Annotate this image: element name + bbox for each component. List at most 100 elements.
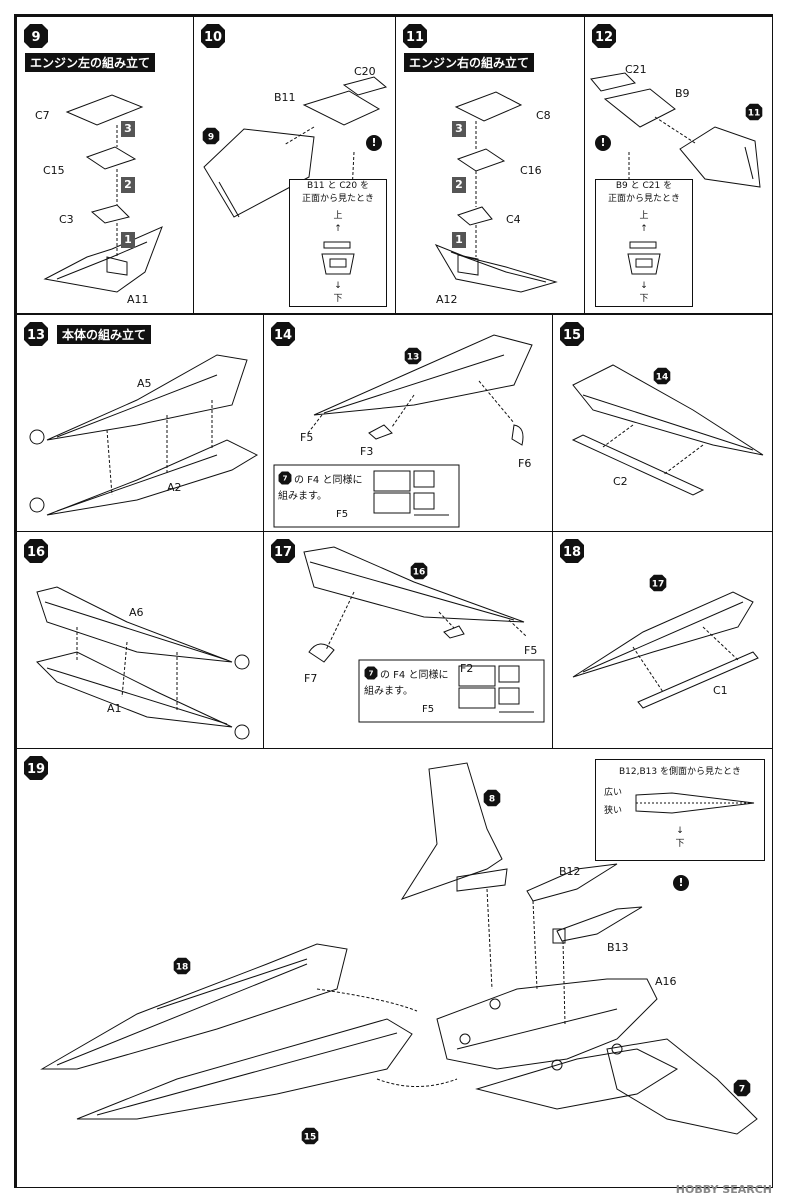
step-15-drawing bbox=[571, 364, 764, 496]
step-17-note-line-1: の F4 と同様に bbox=[380, 670, 449, 681]
step-9-title: エンジン左の組み立て bbox=[25, 53, 156, 72]
part-label: C7 bbox=[35, 109, 50, 122]
step-9-badge: 9 bbox=[24, 24, 48, 48]
part-label: C2 bbox=[613, 475, 628, 488]
svg-text:12: 12 bbox=[595, 30, 613, 45]
part-label: C4 bbox=[506, 213, 521, 226]
part-label: B13 bbox=[607, 941, 629, 954]
svg-text:7: 7 bbox=[739, 1084, 745, 1094]
front-view-icon bbox=[627, 241, 661, 275]
svg-text:18: 18 bbox=[563, 545, 581, 560]
svg-text:13: 13 bbox=[407, 352, 420, 362]
ref-step-8-badge: 8 bbox=[483, 789, 501, 807]
order-badge-3: 3 bbox=[452, 121, 466, 137]
svg-text:15: 15 bbox=[304, 1132, 317, 1142]
step-15-badge: 15 bbox=[560, 322, 584, 346]
step-13-badge: 13 bbox=[24, 322, 48, 346]
ref-step-11-badge: 11 bbox=[745, 103, 763, 121]
ref-step-9-badge: 9 bbox=[202, 127, 220, 145]
step-14-note-line-2: 組みます。 bbox=[278, 491, 327, 502]
side-view-icon bbox=[635, 792, 755, 814]
svg-text:9: 9 bbox=[31, 30, 40, 45]
part-label: C20 bbox=[354, 65, 376, 78]
part-label: F5 bbox=[422, 704, 435, 715]
ref-step-7-badge: 7 bbox=[278, 471, 292, 485]
svg-text:14: 14 bbox=[656, 372, 669, 382]
part-label: C16 bbox=[520, 164, 542, 177]
part-label: B9 bbox=[675, 87, 690, 100]
step-17-panel: 17 16 F7 F2 F5 7 の F4 と同様に 組みます。 F5 bbox=[263, 531, 553, 749]
part-label: C1 bbox=[713, 684, 728, 697]
svg-text:9: 9 bbox=[208, 132, 214, 142]
order-badge-2: 2 bbox=[452, 177, 466, 193]
ref-step-16-badge: 16 bbox=[410, 562, 428, 580]
ref-step-13-badge: 13 bbox=[404, 347, 422, 365]
svg-text:18: 18 bbox=[176, 962, 189, 972]
step-11-title: エンジン右の組み立て bbox=[404, 53, 535, 72]
part-label: B11 bbox=[274, 91, 296, 104]
step-18-badge: 18 bbox=[560, 539, 584, 563]
svg-text:16: 16 bbox=[413, 567, 426, 577]
svg-text:17: 17 bbox=[274, 545, 292, 560]
step-16-panel: 16 A6 A1 bbox=[16, 531, 264, 749]
warning-icon: ! bbox=[366, 135, 382, 151]
part-label: A5 bbox=[137, 377, 152, 390]
svg-text:19: 19 bbox=[27, 762, 45, 777]
part-label: A1 bbox=[107, 702, 122, 715]
step-19-panel: 19 8 18 15 7 B12 B13 A16 ! B12,B13 を側面から… bbox=[16, 748, 773, 1188]
svg-text:10: 10 bbox=[204, 30, 222, 45]
step-18-panel: 18 17 C1 bbox=[552, 531, 773, 749]
svg-text:15: 15 bbox=[563, 328, 581, 343]
step-19-badge: 19 bbox=[24, 756, 48, 780]
step-11-panel: 11 エンジン右の組み立て C8 C16 C4 A12 3 2 1 bbox=[395, 16, 585, 314]
svg-text:17: 17 bbox=[652, 579, 665, 589]
step-14-panel: 14 13 F5 F3 F6 7 の F4 と同様に 組みます。 F5 bbox=[263, 314, 553, 532]
part-label: F7 bbox=[304, 672, 318, 685]
order-badge-1: 1 bbox=[121, 232, 135, 248]
order-badge-3: 3 bbox=[121, 121, 135, 137]
order-badge-2: 2 bbox=[121, 177, 135, 193]
step-17-note-line-2: 組みます。 bbox=[364, 686, 413, 697]
part-label: A11 bbox=[127, 293, 149, 306]
instruction-sheet: 9 エンジン左の組み立て C7 C15 C3 A11 3 2 1 10 C20 … bbox=[14, 14, 773, 1188]
part-label: F6 bbox=[518, 457, 532, 470]
part-label: F5 bbox=[336, 509, 349, 520]
svg-text:8: 8 bbox=[489, 794, 495, 804]
warning-icon: ! bbox=[595, 135, 611, 151]
part-label: C3 bbox=[59, 213, 74, 226]
step-15-panel: 15 14 C2 bbox=[552, 314, 773, 532]
step-14-badge: 14 bbox=[271, 322, 295, 346]
svg-text:7: 7 bbox=[369, 670, 374, 678]
ref-step-18-badge: 18 bbox=[173, 957, 191, 975]
step-13-panel: 13 本体の組み立て A5 A2 bbox=[16, 314, 264, 532]
svg-text:13: 13 bbox=[27, 328, 45, 343]
svg-text:16: 16 bbox=[27, 545, 45, 560]
watermark: HOBBY SEARCH bbox=[675, 1183, 772, 1196]
front-view-icon bbox=[321, 241, 355, 275]
step-16-badge: 16 bbox=[24, 539, 48, 563]
part-label: F5 bbox=[524, 644, 538, 657]
step-19-note: B12,B13 を側面から見たとき 広い 狭い ↓ 下 bbox=[595, 759, 765, 861]
ref-step-7-badge: 7 bbox=[733, 1079, 751, 1097]
ref-step-14-badge: 14 bbox=[653, 367, 671, 385]
part-label: A2 bbox=[167, 481, 182, 494]
warning-icon: ! bbox=[673, 875, 689, 891]
step-19-drawing bbox=[40, 762, 758, 1135]
ref-step-7-badge: 7 bbox=[364, 666, 378, 680]
step-12-note: B9 と C21 を 正面から見たとき 上 ↑ ↓ 下 bbox=[595, 179, 693, 307]
step-12-panel: 12 C21 B9 11 ! B9 と C21 を 正面から見たとき 上 ↑ ↓… bbox=[584, 16, 773, 314]
step-11-drawing bbox=[434, 91, 558, 293]
ref-step-17-badge: 17 bbox=[649, 574, 667, 592]
step-17-drawing bbox=[303, 546, 545, 723]
part-label: F3 bbox=[360, 445, 374, 458]
part-label: A12 bbox=[436, 293, 458, 306]
ref-step-15-badge: 15 bbox=[301, 1127, 319, 1145]
part-label: C21 bbox=[625, 63, 647, 76]
order-badge-1: 1 bbox=[452, 232, 466, 248]
svg-text:11: 11 bbox=[406, 30, 424, 45]
part-label: F5 bbox=[300, 431, 314, 444]
step-13-drawing bbox=[29, 354, 259, 516]
part-label: B12 bbox=[559, 865, 581, 878]
svg-text:14: 14 bbox=[274, 328, 292, 343]
step-12-drawing bbox=[590, 72, 761, 197]
